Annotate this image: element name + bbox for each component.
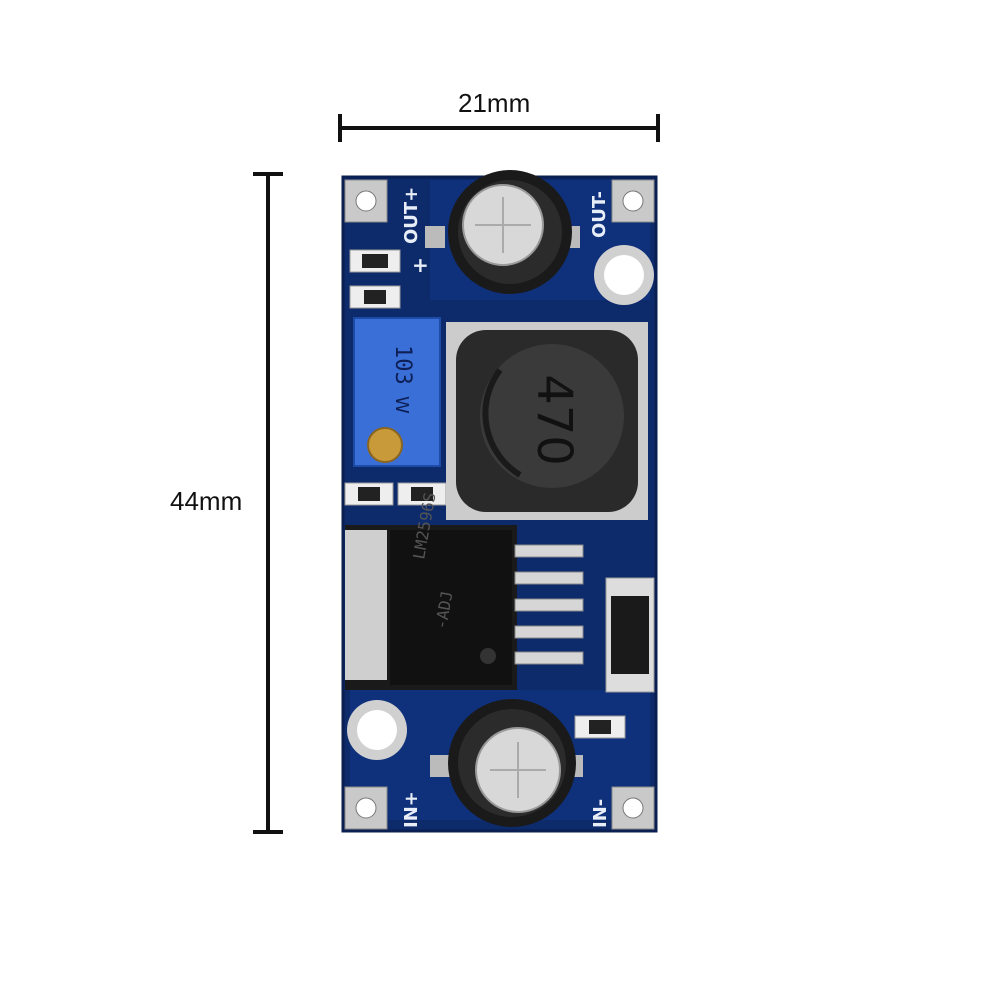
label-in-minus: IN- bbox=[590, 799, 611, 828]
label-in-plus: IN+ bbox=[401, 791, 422, 828]
smd-resistor-left bbox=[344, 482, 394, 506]
pad-top-right bbox=[611, 179, 655, 223]
label-plus-sign: + bbox=[412, 253, 429, 277]
trimpot-brand: W bbox=[391, 396, 412, 414]
label-out-plus: OUT+ bbox=[401, 187, 422, 244]
smd-resistor-right bbox=[397, 482, 447, 506]
input-capacitor bbox=[430, 699, 583, 827]
ic-pins bbox=[514, 544, 584, 665]
inductor-marking: 470 bbox=[526, 374, 582, 466]
inductor bbox=[446, 322, 648, 520]
led-indicator bbox=[349, 249, 401, 273]
smd-capacitor-bottom bbox=[574, 715, 626, 739]
mount-hole-top bbox=[594, 245, 654, 305]
output-capacitor bbox=[425, 170, 580, 294]
height-dimension-label: 44mm bbox=[170, 486, 243, 516]
smd-resistor-top bbox=[349, 285, 401, 309]
height-dimension-line bbox=[253, 172, 283, 834]
regulator-ic bbox=[345, 525, 584, 690]
pad-bottom-left bbox=[344, 786, 388, 830]
pad-top-left bbox=[344, 179, 388, 223]
trimpot bbox=[353, 317, 441, 467]
width-dimension-label: 21mm bbox=[458, 88, 531, 118]
mount-hole-bottom bbox=[347, 700, 407, 760]
pad-bottom-right bbox=[611, 786, 655, 830]
trimpot-marking: 103 bbox=[390, 345, 415, 385]
schottky-diode bbox=[605, 577, 655, 693]
label-out-minus: OUT- bbox=[589, 191, 610, 238]
width-dimension-line bbox=[338, 114, 660, 142]
